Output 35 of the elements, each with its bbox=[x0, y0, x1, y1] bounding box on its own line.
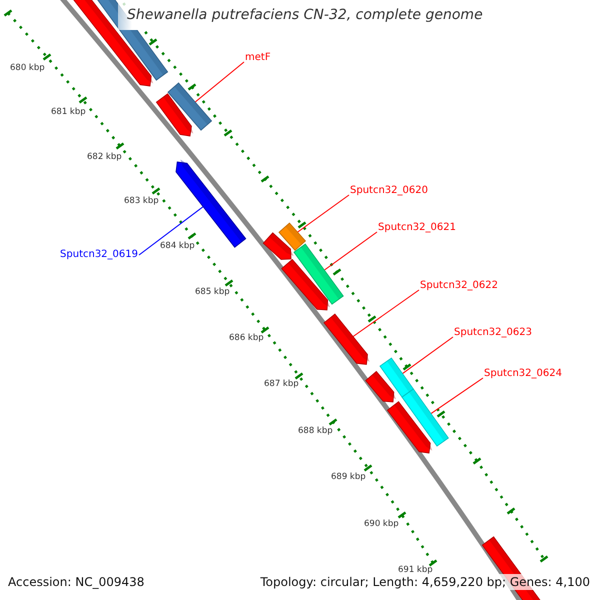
tick-label: 690 kbp bbox=[364, 519, 399, 529]
gene-label: Sputcn32_0622 bbox=[420, 280, 498, 292]
footer-text: Topology: circular; Length: 4,659,220 bp; Genes: 4,100 bbox=[258, 574, 592, 590]
gene-block bbox=[324, 314, 368, 364]
leader-line bbox=[352, 290, 420, 338]
tick-label: 684 kbp bbox=[160, 241, 195, 251]
tick-label: 691 kbp bbox=[398, 565, 433, 575]
tick-label: 687 kbp bbox=[264, 379, 299, 389]
leader-line bbox=[194, 62, 244, 103]
gene-label: Sputcn32_0623 bbox=[454, 327, 532, 339]
gene-block bbox=[168, 83, 212, 131]
leader-line bbox=[296, 194, 350, 233]
tick-label: 685 kbp bbox=[195, 287, 230, 297]
gene-block bbox=[402, 388, 449, 446]
tick-label: 689 kbp bbox=[331, 472, 366, 482]
tick-label: 683 kbp bbox=[124, 196, 159, 206]
tick-label: 688 kbp bbox=[298, 426, 333, 436]
tick-label: 681 kbp bbox=[51, 107, 86, 117]
title: Shewanella putrefaciens CN-32, complete genome bbox=[127, 7, 483, 23]
tick-label: 686 kbp bbox=[229, 333, 264, 343]
leader-line bbox=[324, 232, 378, 270]
gene-label: Sputcn32_0619 bbox=[60, 249, 138, 261]
gene-block bbox=[294, 244, 344, 304]
leader-line bbox=[430, 378, 484, 414]
gene-label: Sputcn32_0621 bbox=[378, 222, 456, 234]
gene-label: Sputcn32_0624 bbox=[484, 368, 562, 380]
gene-block bbox=[380, 358, 414, 398]
tick-label: 682 kbp bbox=[87, 152, 122, 162]
gene-block bbox=[278, 223, 306, 251]
gene-label: Sputcn32_0620 bbox=[350, 185, 428, 197]
gene-label: metF bbox=[245, 52, 271, 64]
footer-text: Accession: NC_009438 bbox=[6, 574, 146, 590]
leader-line bbox=[138, 206, 204, 256]
leader-line bbox=[402, 336, 454, 374]
tick-label: 680 kbp bbox=[10, 63, 45, 73]
